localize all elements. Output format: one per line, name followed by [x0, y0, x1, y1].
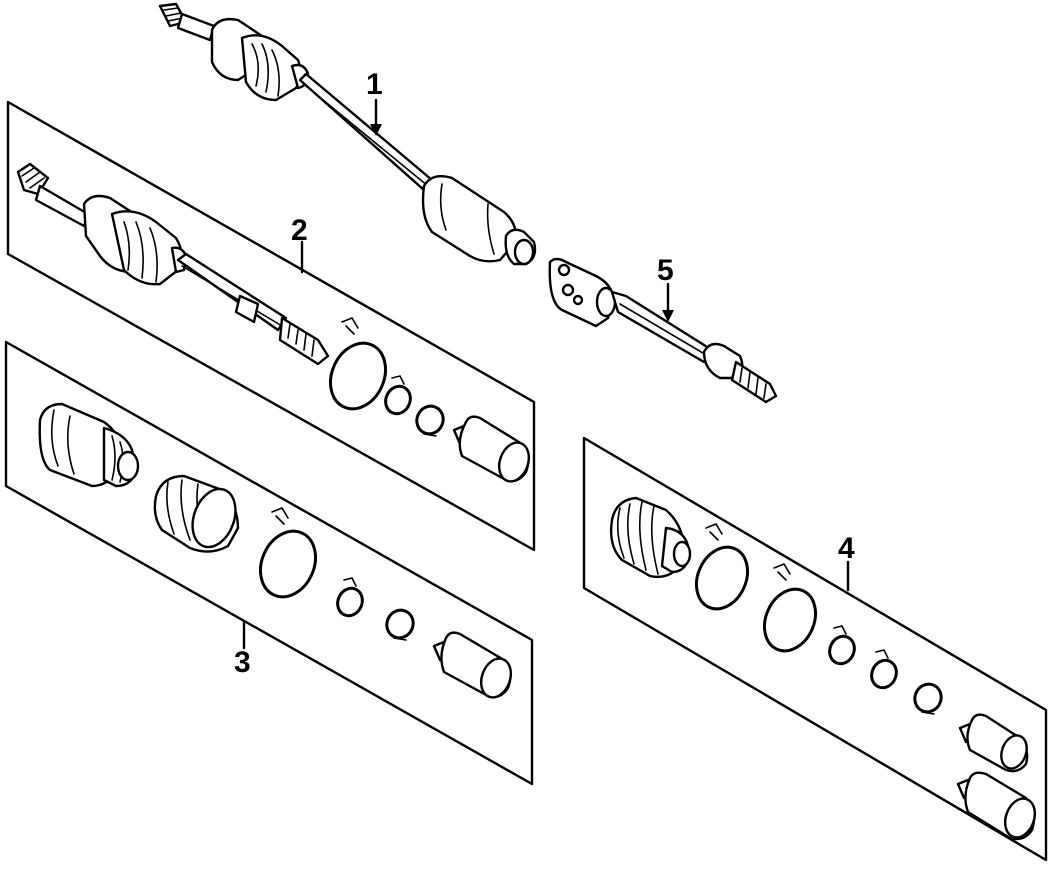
panel-4-inner-boot-kit [582, 436, 1048, 862]
intermediate-shaft-assembly [548, 257, 778, 404]
callout-1-label: 1 [366, 68, 383, 101]
axle-shaft-assembly [158, 2, 537, 266]
callout-5-label: 5 [657, 254, 674, 287]
callout-leaders [242, 98, 850, 650]
panel-2-shaft-kit [6, 100, 536, 552]
callout-3-label: 3 [234, 646, 251, 679]
callout-4-label: 4 [838, 532, 855, 565]
callout-2-label: 2 [291, 214, 308, 247]
panel-3-boot-kit [4, 340, 534, 786]
